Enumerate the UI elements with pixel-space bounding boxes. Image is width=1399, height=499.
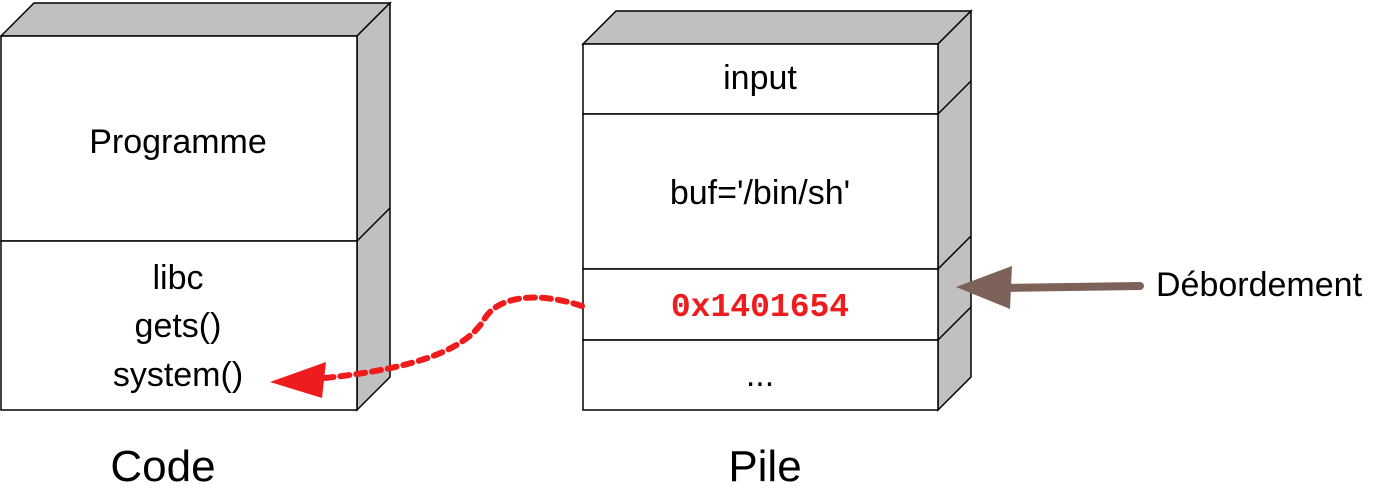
jump-arrow-dashed-line (322, 294, 585, 381)
stack-cell-input (582, 43, 939, 115)
overflow-label: Débordement (1156, 266, 1363, 304)
return-address-label: 0x1401654 (671, 289, 849, 326)
stack-ellipsis-label: ... (746, 356, 774, 394)
stack-block-side-face (937, 9, 972, 412)
libc-label: libc (152, 259, 203, 297)
gets-function-label: gets() (135, 307, 222, 345)
jump-arrow-head (270, 362, 326, 398)
stack-cell-ellipsis (582, 339, 939, 411)
stack-block: input buf='/bin/sh' 0x1401654 ... Pile (581, 9, 973, 491)
code-block-top-face (0, 2, 392, 37)
overflow-arrow-line (996, 282, 1144, 292)
stack-input-label: input (723, 59, 797, 97)
system-function-label: system() (113, 356, 243, 394)
jump-arrow (270, 294, 585, 398)
program-label: Programme (89, 123, 267, 161)
overflow-arrow (956, 266, 1144, 309)
code-block: Programme libc gets() system() Code (0, 1, 392, 491)
code-block-side-face (356, 1, 391, 412)
stack-cell-buffer (582, 113, 939, 270)
code-caption: Code (110, 442, 215, 491)
stack-buffer-label: buf='/bin/sh' (670, 174, 850, 212)
stack-block-top-face (581, 10, 973, 45)
overflow-arrow-head (956, 266, 1012, 309)
stack-caption: Pile (728, 442, 801, 491)
